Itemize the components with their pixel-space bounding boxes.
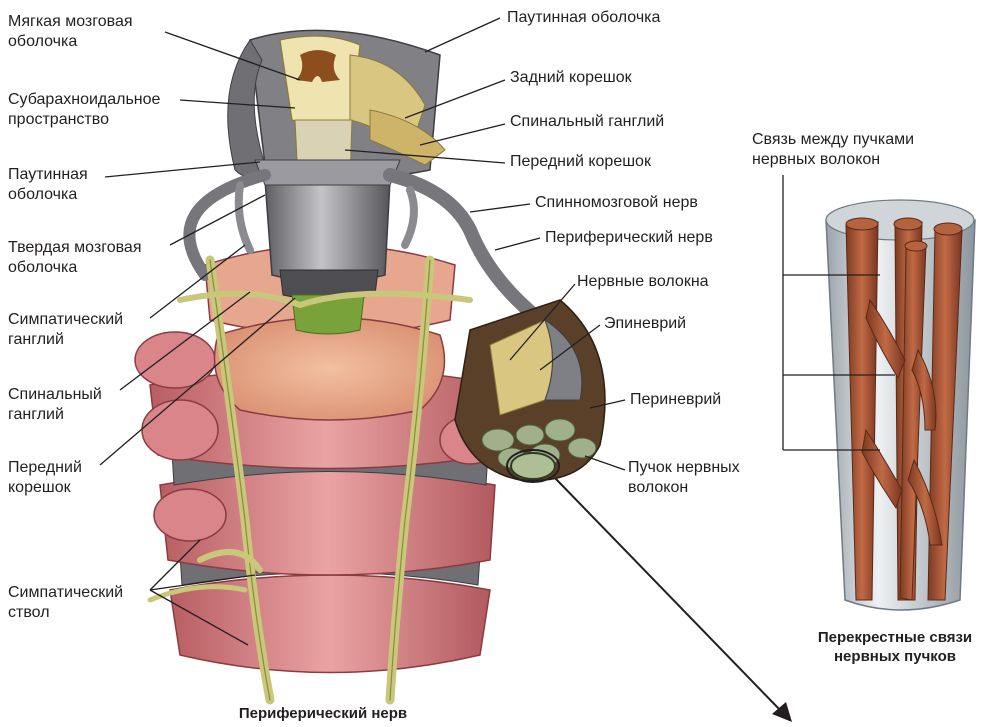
label-line: Передний [8,458,82,478]
zoom-arrow-line [555,478,782,712]
label-nerve-fibers: Нервные волокна [577,272,709,292]
label-sympathetic-ganglion: Симпатический ганглий [8,310,123,350]
label-line: оболочка [8,185,88,205]
fiber-end [894,218,922,230]
fiber-end [934,223,962,235]
fiber-end [905,241,927,251]
label-dura-mater: Твердая мозговая оболочка [8,238,141,278]
label-spinal-nerve: Спинномозговой нерв [535,193,698,213]
nerve-fascicle [568,438,596,458]
label-pia-mater: Мягкая мозговая оболочка [8,12,133,52]
label-line: пространство [8,110,160,130]
caption-line: нервных пучков [800,647,990,666]
label-fiber-links: Связь между пучками нервных волокон [752,130,914,170]
label-line: Симпатический [8,310,123,330]
transverse-process [142,400,218,460]
label-epineurium: Эпиневрий [604,314,686,334]
label-subarachnoid-space: Субарахноидальное пространство [8,90,160,130]
label-line: Связь между пучками [752,130,914,150]
label-line: ствол [8,603,123,623]
label-sympathetic-trunk: Симпатический ствол [8,583,123,623]
nerve-fascicle [516,425,544,445]
peripheral-nerve-cutaway [455,300,605,481]
label-arachnoid-left: Паутинная оболочка [8,165,88,205]
leader-arachnoid-right [425,18,500,52]
label-line: ганглий [8,330,123,350]
leader-fascicle [585,456,625,470]
label-line: оболочка [8,32,133,52]
transverse-process [154,489,226,541]
label-line: Паутинная [8,165,88,185]
dura-tube [265,180,390,283]
label-line: Симпатический [8,583,123,603]
label-posterior-root: Задний корешок [510,68,632,88]
label-line: нервных волокон [752,150,914,170]
label-line: корешок [8,478,82,498]
label-anterior-root-right: Передний корешок [510,152,651,172]
label-line: волокон [628,478,740,498]
caption-main: Периферический нерв [228,704,418,723]
label-spinal-ganglion-right: Спинальный ганглий [510,112,664,132]
label-line: Спинальный [8,385,102,405]
label-anterior-root-left: Передний корешок [8,458,82,498]
label-spinal-ganglion-left: Спинальный ганглий [8,385,102,425]
label-line: Твердая мозговая [8,238,141,258]
label-peripheral-nerve: Периферический нерв [545,228,713,248]
label-line: ганглий [8,405,102,425]
label-perineurium: Периневрий [630,390,721,410]
caption-inset: Перекрестные связи нервных пучков [800,628,990,666]
nerve-fascicle-highlighted [511,453,555,479]
label-line: Субарахноидальное [8,90,160,110]
caption-line: Перекрестные связи [800,628,990,647]
label-line: Пучок нервных [628,458,740,478]
transverse-process [135,332,215,388]
leader-peripheral-nerve [495,238,540,250]
leader-dura [170,195,265,245]
fiber-crosslink-inset [826,200,975,610]
fiber-end [846,218,878,230]
leader-spinal-nerve [470,204,530,212]
grey-ramus-right [405,190,414,245]
label-arachnoid-right: Паутинная оболочка [507,8,660,28]
nerve-fascicle [545,419,575,441]
cord-cross-section [280,36,360,125]
grey-ramus-left [239,185,250,250]
label-nerve-fascicle: Пучок нервных волокон [628,458,740,498]
dura-flare-cuff [255,160,400,185]
label-line: оболочка [8,258,141,278]
label-line: Мягкая мозговая [8,12,133,32]
vertebral-disc [170,575,490,673]
